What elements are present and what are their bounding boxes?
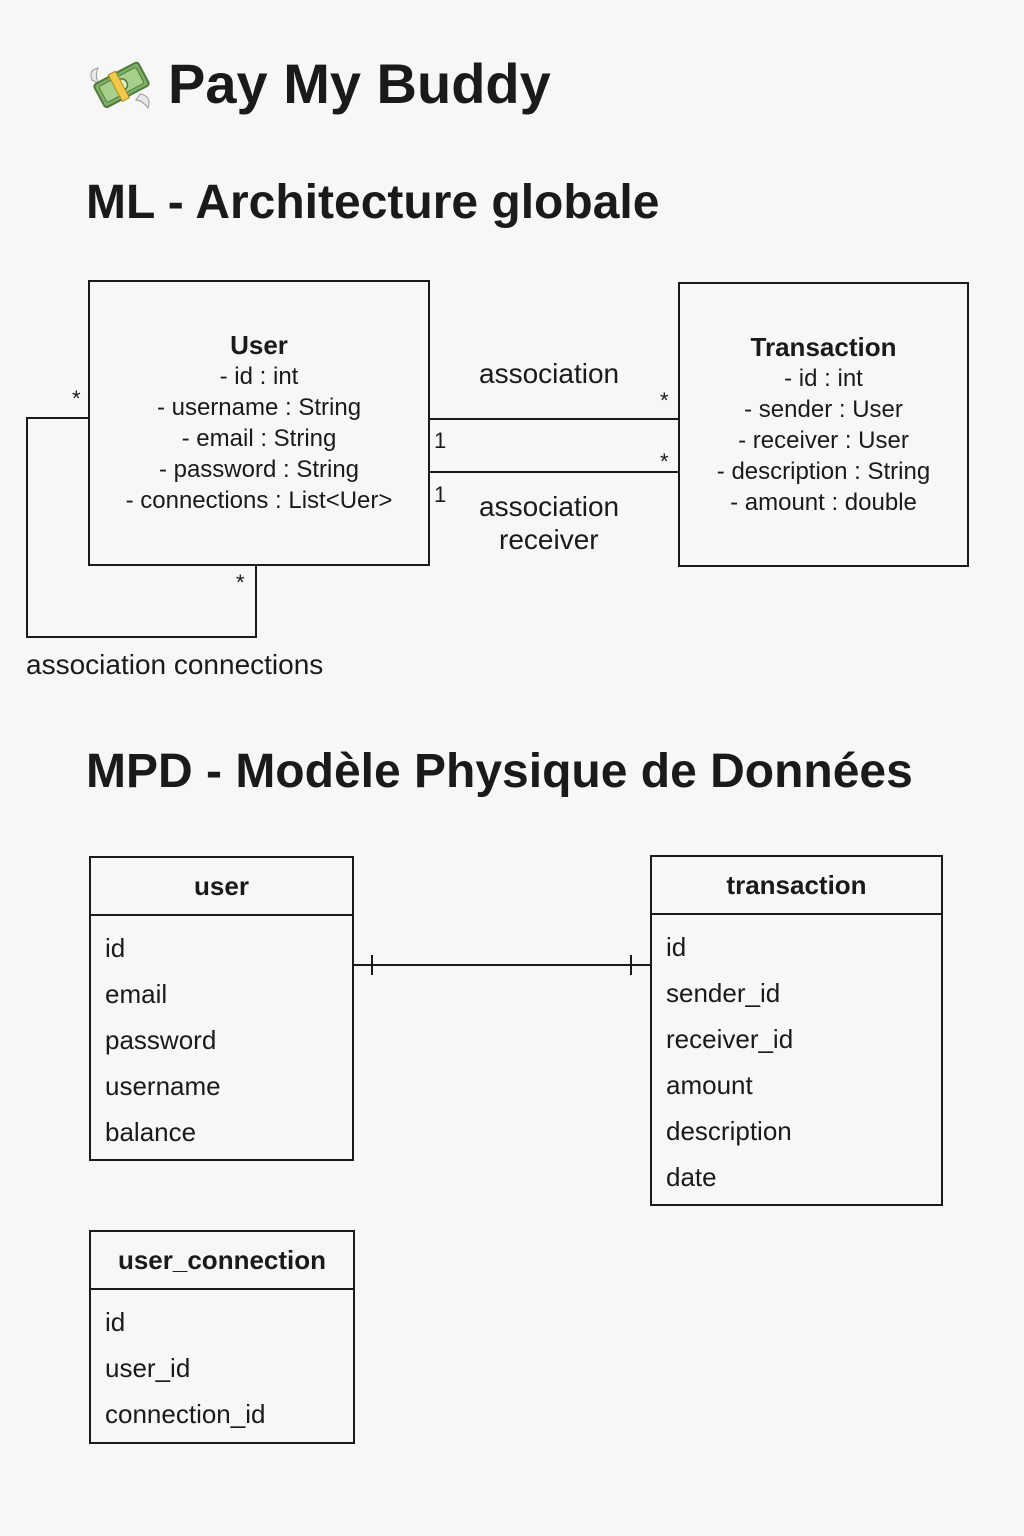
ml-section-title: ML - Architecture globale xyxy=(86,176,660,229)
table-column: password xyxy=(105,1025,217,1055)
class-attribute: - connections : List<Uer> xyxy=(125,487,393,514)
table-column: amount xyxy=(666,1070,753,1100)
app-title: Pay My Buddy xyxy=(168,52,551,115)
multiplicity-receiver-transaction: * xyxy=(660,449,669,474)
table-column: id xyxy=(666,932,687,962)
class-name: Transaction xyxy=(750,331,897,362)
multiplicity-connections-bottom: * xyxy=(236,570,245,595)
association-receiver-label-line2: receiver xyxy=(499,524,599,555)
table-name: user_connection xyxy=(91,1232,353,1290)
association-label: association xyxy=(479,358,620,389)
table-column: id xyxy=(105,933,126,963)
class-attribute: - id : int xyxy=(784,364,863,392)
association-connections-label: association connections xyxy=(26,649,324,680)
class-attribute: - username : String xyxy=(156,394,362,421)
table-column: email xyxy=(105,979,168,1009)
class-attribute: - receiver : User xyxy=(738,426,909,454)
table-column: balance xyxy=(105,1117,197,1147)
class-attribute: - description : String xyxy=(716,457,931,485)
class-name: User xyxy=(230,330,288,360)
multiplicity-connections-left: * xyxy=(72,386,81,411)
table-column: sender_id xyxy=(666,978,781,1008)
uml-class-transaction: Transaction - id : int - sender : User -… xyxy=(678,282,969,567)
multiplicity-sender-transaction: * xyxy=(660,388,669,413)
table-name: user xyxy=(91,858,352,916)
table-column: receiver_id xyxy=(666,1024,794,1054)
uml-class-user: User - id : int - username : String - em… xyxy=(88,280,430,566)
table-column: id xyxy=(105,1307,126,1337)
table-column: user_id xyxy=(105,1353,191,1383)
association-receiver-label-line1: association xyxy=(479,491,620,522)
mpd-section-title: MPD - Modèle Physique de Données xyxy=(86,745,913,798)
table-column: connection_id xyxy=(105,1399,266,1429)
table-user-connection: user_connection id user_id connection_id xyxy=(89,1230,355,1444)
table-transaction: transaction id sender_id receiver_id amo… xyxy=(650,855,943,1206)
money-with-wings-icon xyxy=(86,50,156,116)
class-attribute: - password : String xyxy=(158,456,360,483)
table-column: date xyxy=(666,1162,717,1192)
class-attribute: - sender : User xyxy=(744,395,903,423)
table-column: description xyxy=(666,1116,792,1146)
class-attribute: - id : int xyxy=(219,363,299,390)
table-column: username xyxy=(105,1071,221,1101)
table-name: transaction xyxy=(652,857,941,915)
multiplicity-sender-user: 1 xyxy=(434,428,447,453)
table-user: user id email password username balance xyxy=(89,856,354,1161)
multiplicity-receiver-user: 1 xyxy=(434,482,447,507)
class-attribute: - email : String xyxy=(181,425,337,452)
class-attribute: - amount : double xyxy=(730,488,917,516)
